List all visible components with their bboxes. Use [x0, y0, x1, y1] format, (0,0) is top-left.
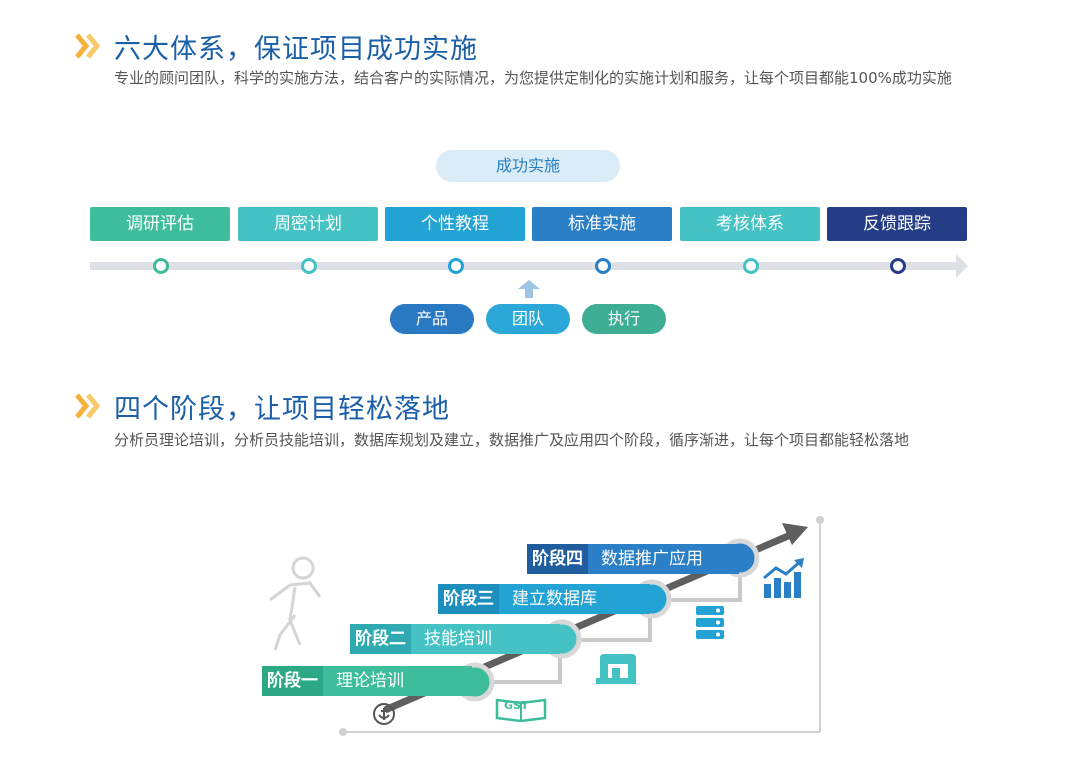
up-arrow-icon [518, 280, 540, 298]
step-implementation: 标准实施 [532, 207, 672, 241]
stage-three-label: 建立数据库 [512, 589, 597, 609]
stage-two: 阶段二 技能培训 [350, 624, 560, 654]
timeline-dot [153, 258, 169, 274]
stage-one-label: 理论培训 [336, 671, 404, 691]
timeline-arrow-icon [956, 254, 968, 278]
step-feedback: 反馈跟踪 [827, 207, 967, 241]
stage-four-tag: 阶段四 [527, 544, 588, 574]
success-pill: 成功实施 [436, 150, 620, 182]
step-assessment: 考核体系 [680, 207, 820, 241]
stage-one: 阶段一 理论培训 [262, 666, 472, 696]
walking-person-icon [269, 556, 322, 651]
pill-execution: 执行 [582, 304, 666, 334]
stage-three-tag: 阶段三 [438, 584, 499, 614]
timeline-dot [301, 258, 317, 274]
bar-growth-icon [763, 558, 804, 598]
stage-three: 阶段三 建立数据库 [438, 584, 650, 614]
section2-title: 四个阶段，让项目轻松落地 [114, 394, 450, 425]
chevron-double-icon [75, 393, 101, 419]
book-icon: GST [494, 696, 548, 722]
section1-description: 专业的顾问团队，科学的实施方法，结合客户的实际情况，为您提供定制化的实施计划和服… [114, 69, 952, 87]
stage-two-label: 技能培训 [424, 629, 492, 649]
step-tutorial: 个性教程 [385, 207, 525, 241]
timeline-dot [595, 258, 611, 274]
stage-four: 阶段四 数据推广应用 [527, 544, 739, 574]
stage-two-tag: 阶段二 [350, 624, 411, 654]
pill-product: 产品 [390, 304, 474, 334]
anchor-icon [373, 703, 395, 725]
timeline-dot [448, 258, 464, 274]
chevron-double-icon [75, 33, 101, 59]
database-server-icon [696, 606, 724, 639]
section2-description: 分析员理论培训，分析员技能培训，数据库规划及建立，数据推广及应用四个阶段，循序渐… [114, 431, 910, 449]
step-planning: 周密计划 [238, 207, 378, 241]
section1-title: 六大体系，保证项目成功实施 [114, 34, 478, 65]
pill-team: 团队 [486, 304, 570, 334]
book-icon-text: GST [504, 699, 529, 712]
sewing-machine-icon [596, 654, 636, 684]
timeline-dot [743, 258, 759, 274]
timeline-dot [890, 258, 906, 274]
step-research: 调研评估 [90, 207, 230, 241]
timeline-bar [90, 262, 958, 270]
stage-four-label: 数据推广应用 [601, 549, 703, 569]
stage-one-tag: 阶段一 [262, 666, 323, 696]
